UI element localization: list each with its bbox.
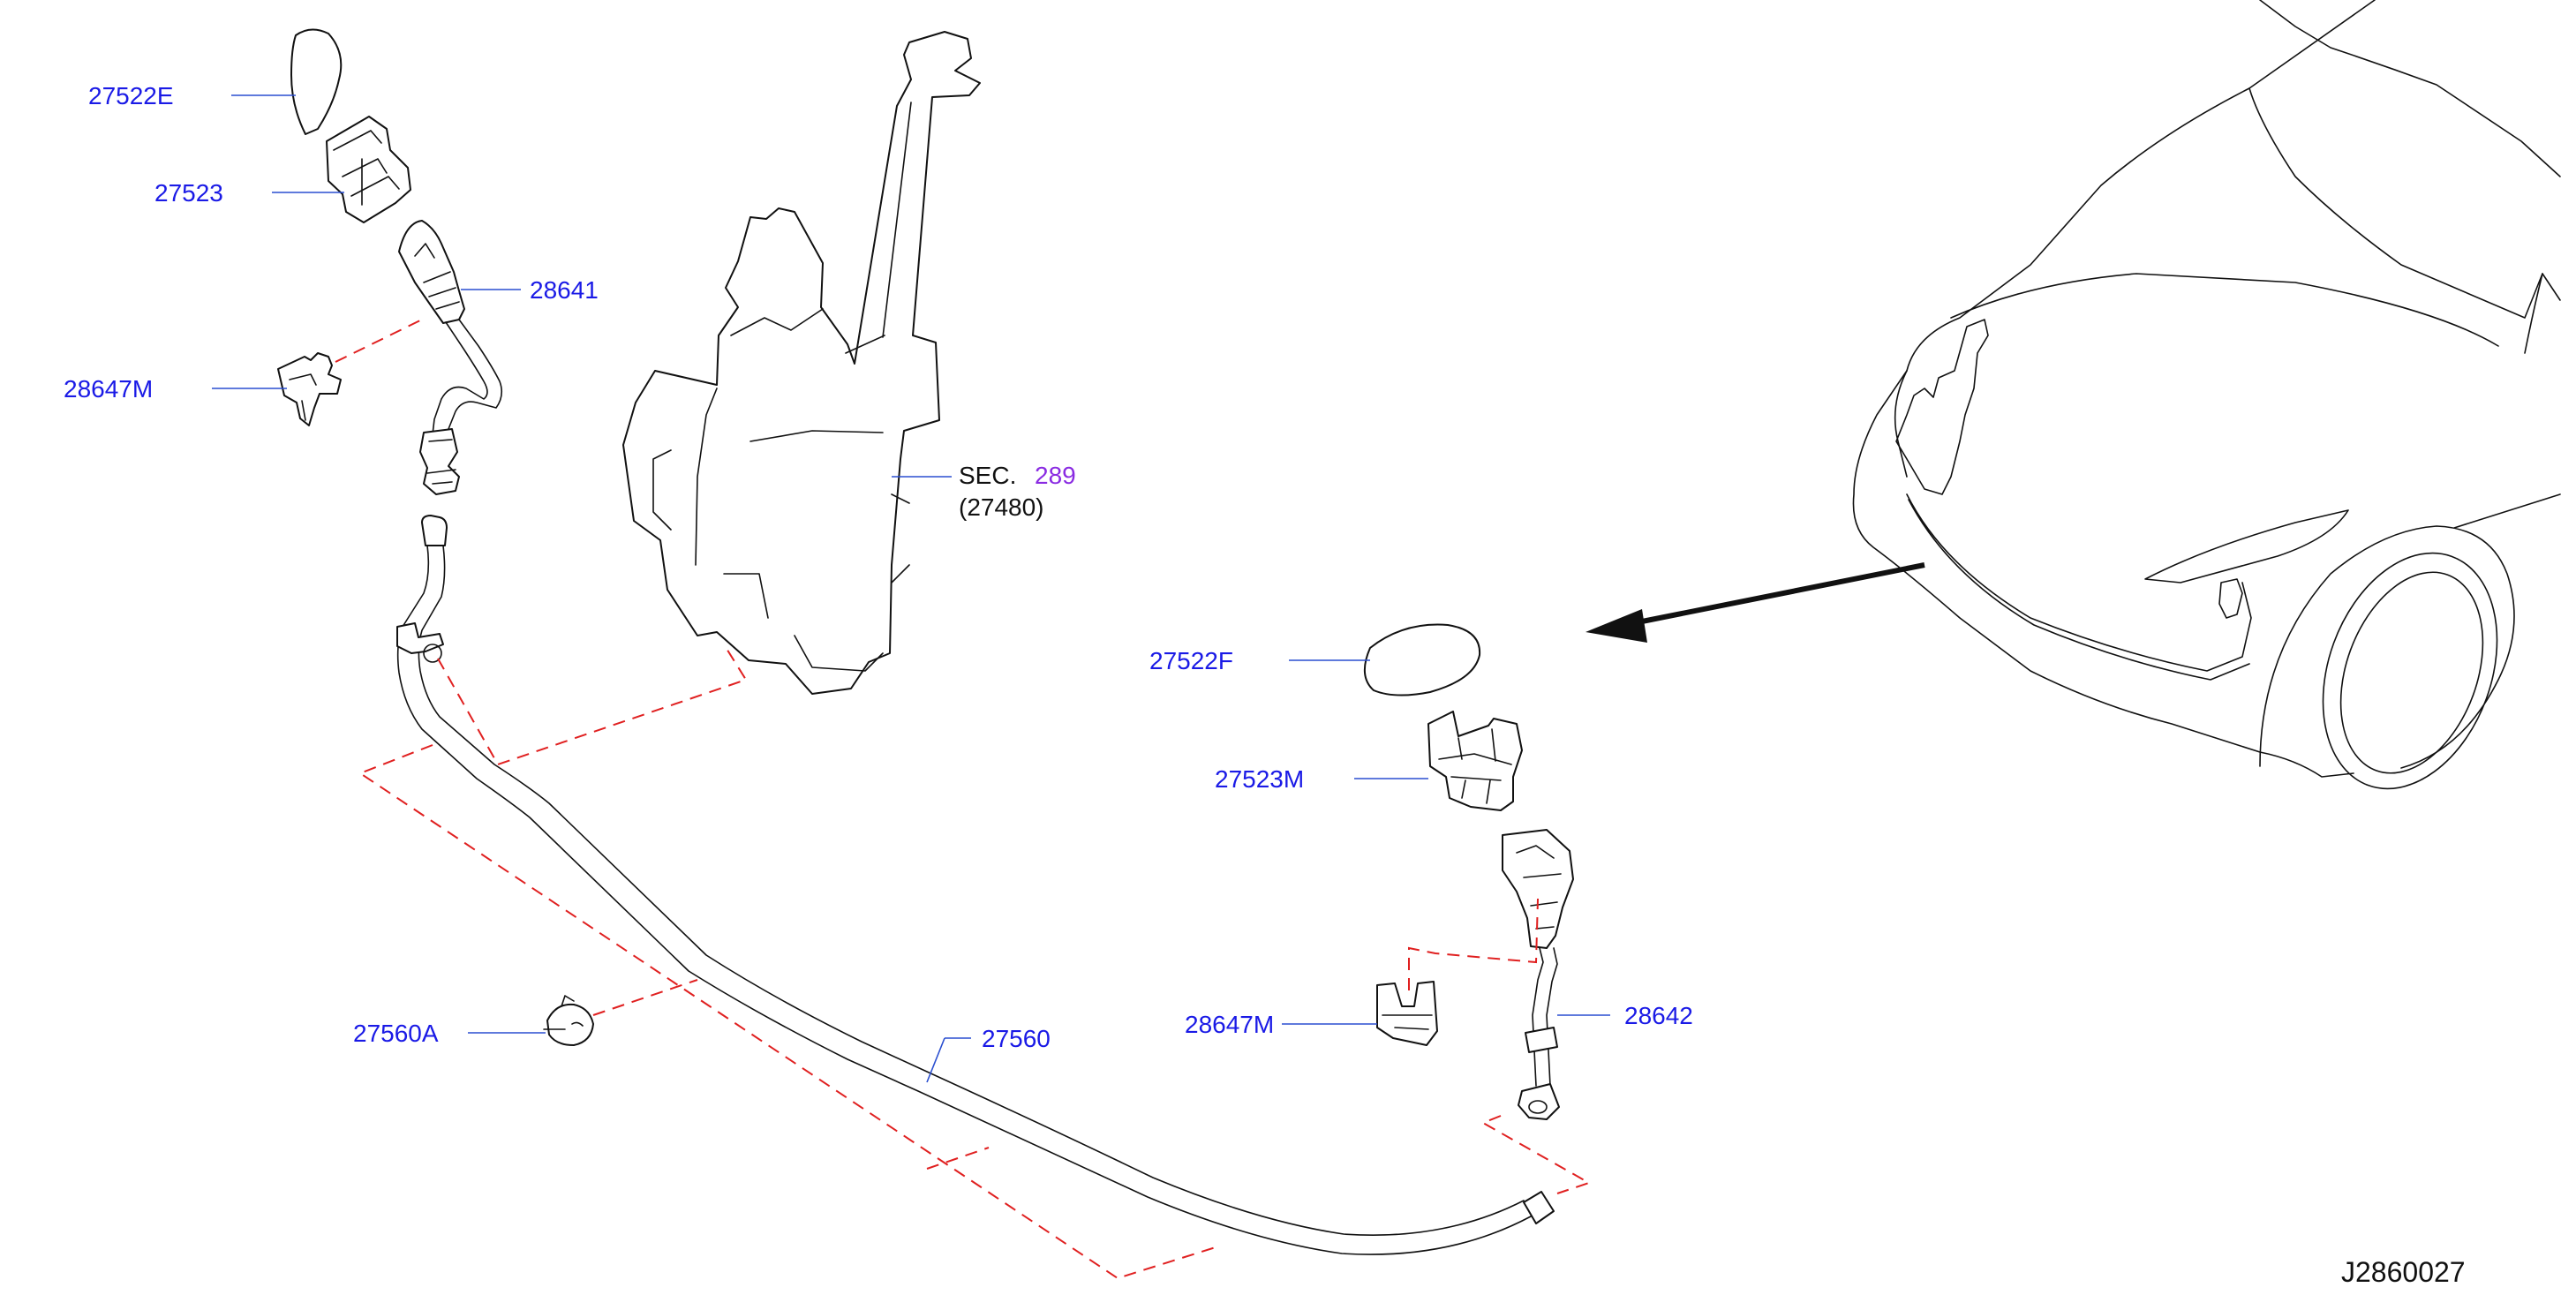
label-28647m-left: 28647M bbox=[64, 375, 153, 403]
label-27480: (27480) bbox=[959, 493, 1044, 521]
guide-mid bbox=[926, 1147, 990, 1170]
vehicle-wheel bbox=[2322, 552, 2498, 790]
vehicle-wheel-arch bbox=[2259, 525, 2515, 769]
clip-28647m-left-shape bbox=[277, 352, 342, 426]
label-27523: 27523 bbox=[154, 179, 223, 207]
bracket-27523m-shape bbox=[1427, 711, 1523, 811]
hose-28642-clamp bbox=[1525, 1027, 1558, 1053]
leader-27560 bbox=[926, 1037, 945, 1083]
guide-clip-right bbox=[1408, 898, 1539, 990]
washer-tank-detail bbox=[652, 102, 912, 672]
guide-tank-to-hose bbox=[437, 644, 748, 766]
diagram-code: J2860027 bbox=[2341, 1256, 2466, 1288]
vehicle-washer-tank-mini bbox=[1895, 319, 1989, 495]
guide-hose-end-right bbox=[1480, 1115, 1592, 1194]
label-27522f: 27522F bbox=[1149, 647, 1233, 674]
label-27560a: 27560A bbox=[353, 1020, 439, 1047]
hose-27560-ring bbox=[423, 644, 442, 663]
hose-28642 bbox=[1532, 947, 1558, 1087]
label-27523m: 27523M bbox=[1215, 765, 1304, 793]
clip-28647m-right-shape bbox=[1376, 981, 1438, 1046]
vehicle-hose-route bbox=[1906, 493, 2252, 681]
vehicle-grille-line bbox=[2144, 509, 2349, 583]
nozzle-28641-detail bbox=[414, 243, 460, 310]
label-sec-prefix: SEC. bbox=[959, 462, 1016, 489]
hose-28642-end bbox=[1518, 1083, 1560, 1120]
cap-27522f-shape bbox=[1364, 623, 1481, 696]
label-27522e: 27522E bbox=[88, 82, 174, 109]
guide-clip-left bbox=[335, 317, 426, 363]
nozzle-28641-shape bbox=[398, 220, 465, 324]
nozzle-28642-shape bbox=[1502, 829, 1574, 949]
hose-28642-end-ring bbox=[1528, 1100, 1548, 1114]
bracket-27523-detail bbox=[333, 130, 400, 206]
vehicle-nozzle-mini bbox=[2218, 578, 2243, 619]
guide-long-frame bbox=[358, 744, 1219, 1280]
hose-27560-clamp bbox=[396, 622, 444, 654]
vehicle-wheel-inner bbox=[2339, 571, 2484, 774]
direction-arrow-line bbox=[1623, 562, 1925, 628]
clip-27560a-detail bbox=[543, 995, 584, 1030]
vehicle-body bbox=[1852, 0, 2561, 778]
washer-tank-shape bbox=[622, 31, 981, 695]
hose-joint-left-detail bbox=[426, 439, 456, 485]
clip-28647m-left-detail bbox=[289, 373, 317, 421]
label-28647m-right: 28647M bbox=[1185, 1011, 1274, 1038]
nozzle-28642-detail bbox=[1516, 845, 1562, 930]
label-sec-number: 289 bbox=[1035, 462, 1076, 489]
hose-upper-left bbox=[432, 321, 488, 435]
clip-28647m-right-detail bbox=[1382, 1014, 1433, 1030]
guide-clip-27560a bbox=[592, 979, 698, 1016]
hose-upper-left-b bbox=[448, 319, 503, 439]
label-28642: 28642 bbox=[1624, 1002, 1693, 1029]
vehicle-upper-line bbox=[1894, 273, 2499, 478]
hose-27560-lower-end bbox=[1523, 1191, 1555, 1224]
bracket-27523m-detail bbox=[1438, 728, 1512, 804]
hose-joint-left bbox=[419, 428, 460, 495]
hose-27560-line-b bbox=[418, 545, 1525, 1236]
hose-27560-line-a bbox=[396, 545, 1532, 1255]
cap-27522e-shape bbox=[290, 28, 343, 135]
direction-arrow-head bbox=[1586, 609, 1647, 643]
vehicle-side-line bbox=[2453, 273, 2561, 529]
hose-27560-upper-end bbox=[421, 515, 448, 546]
label-28641: 28641 bbox=[530, 276, 599, 304]
clip-27560a-shape bbox=[546, 1003, 594, 1046]
label-27560: 27560 bbox=[982, 1025, 1051, 1052]
vehicle-hood-line bbox=[2248, 0, 2561, 319]
